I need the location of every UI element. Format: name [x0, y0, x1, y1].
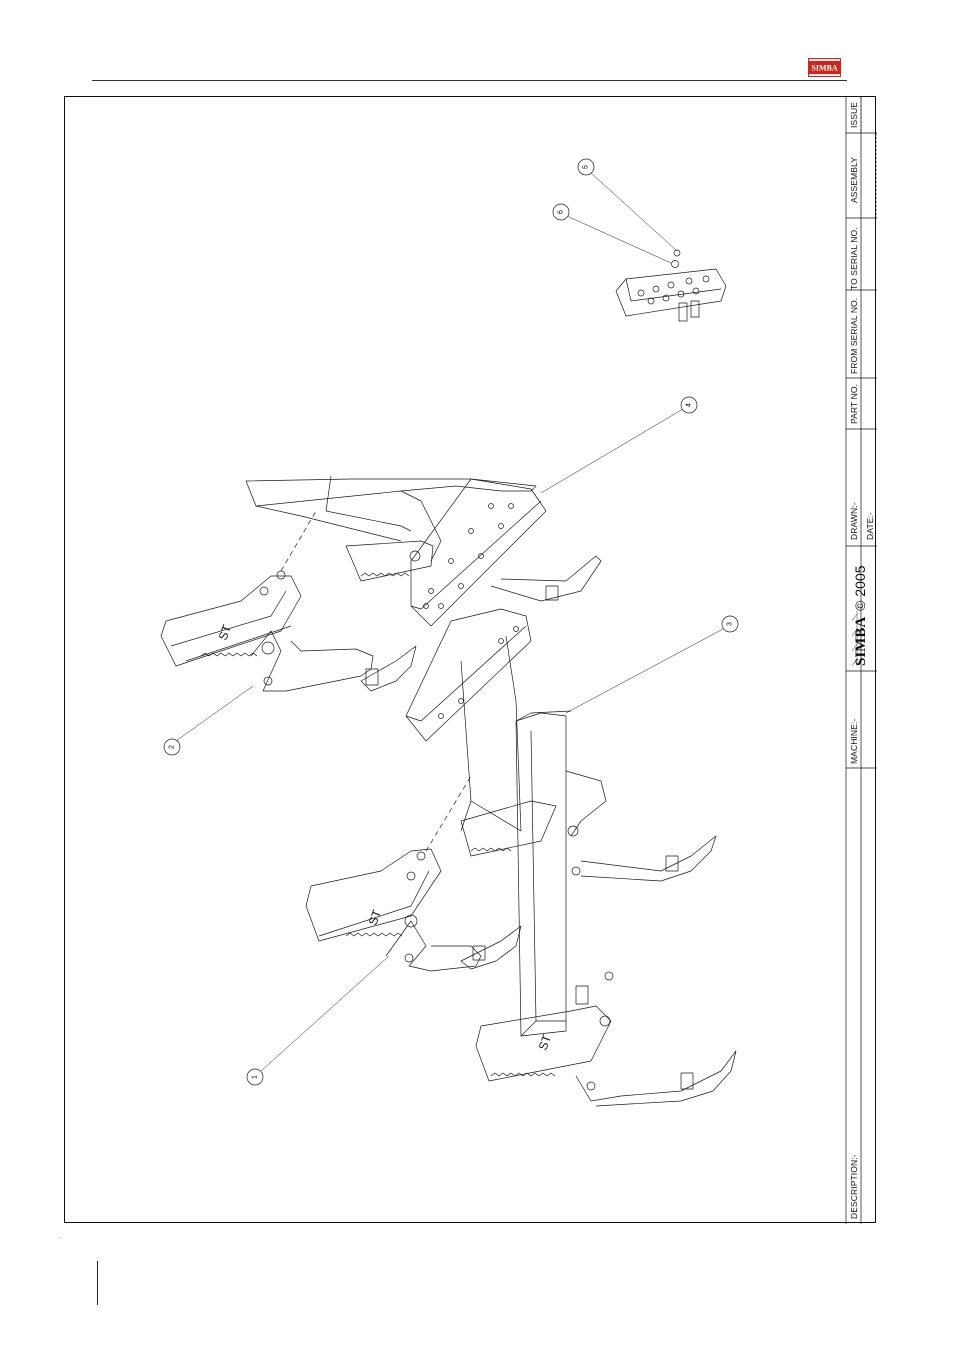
- copyright-year: © 2005: [852, 565, 868, 610]
- callout-1: 1: [247, 1069, 263, 1085]
- parts-drawing: ST: [65, 97, 877, 1224]
- to-serial-no-label: TO SERIAL NO.: [849, 227, 859, 290]
- tine-assembly-middle: [461, 771, 716, 881]
- svg-text:ST: ST: [216, 622, 235, 642]
- title-block-brand: SIMBA © 2005: [852, 565, 870, 666]
- drawing-sheet: ST: [64, 96, 876, 1223]
- from-serial-no-label: FROM SERIAL NO.: [849, 298, 859, 374]
- tine-assembly-upper: ST: [161, 511, 416, 691]
- tine-assembly-bottom: ST: [476, 972, 736, 1106]
- header-rule: [92, 80, 847, 81]
- callout-2: 2: [164, 739, 180, 755]
- headstock-frame: [246, 476, 546, 626]
- page-number: .: [60, 1234, 62, 1240]
- callout-4: 4: [681, 397, 697, 413]
- svg-text:ST: ST: [536, 1032, 555, 1052]
- callout-1-label: 1: [252, 1075, 259, 1079]
- assembly-label: ASSEMBLY: [849, 157, 859, 203]
- tine-assembly-lower: ST: [306, 776, 521, 971]
- callout-5: 5: [578, 159, 594, 175]
- callout-6: 6: [553, 204, 569, 220]
- callout-2-label: 2: [169, 745, 176, 749]
- part-no-label: PART NO.: [849, 384, 859, 424]
- description-label: DESCRIPTION:-: [849, 1154, 859, 1219]
- clamp-block: [616, 250, 726, 321]
- brand-name: SIMBA: [853, 617, 869, 666]
- issue-label: ISSUE: [849, 102, 859, 128]
- main-frame-beam: [406, 609, 588, 1036]
- simba-logo: SIMBA: [808, 58, 841, 77]
- tine-assembly-top-rear: [346, 541, 601, 601]
- margin-rule: [97, 1261, 98, 1305]
- drawn-label: DRAWN:-: [849, 502, 859, 540]
- logo-text: SIMBA: [811, 64, 837, 73]
- machine-label: MACHINE:-: [849, 719, 859, 764]
- callout-leaders: [176, 173, 723, 1071]
- callout-5-label: 5: [583, 165, 590, 169]
- date-label: DATE:-: [865, 512, 875, 540]
- callout-3: 3: [722, 616, 738, 632]
- callout-6-label: 6: [558, 210, 565, 214]
- callout-3-label: 3: [727, 622, 734, 626]
- callout-4-label: 4: [686, 403, 693, 407]
